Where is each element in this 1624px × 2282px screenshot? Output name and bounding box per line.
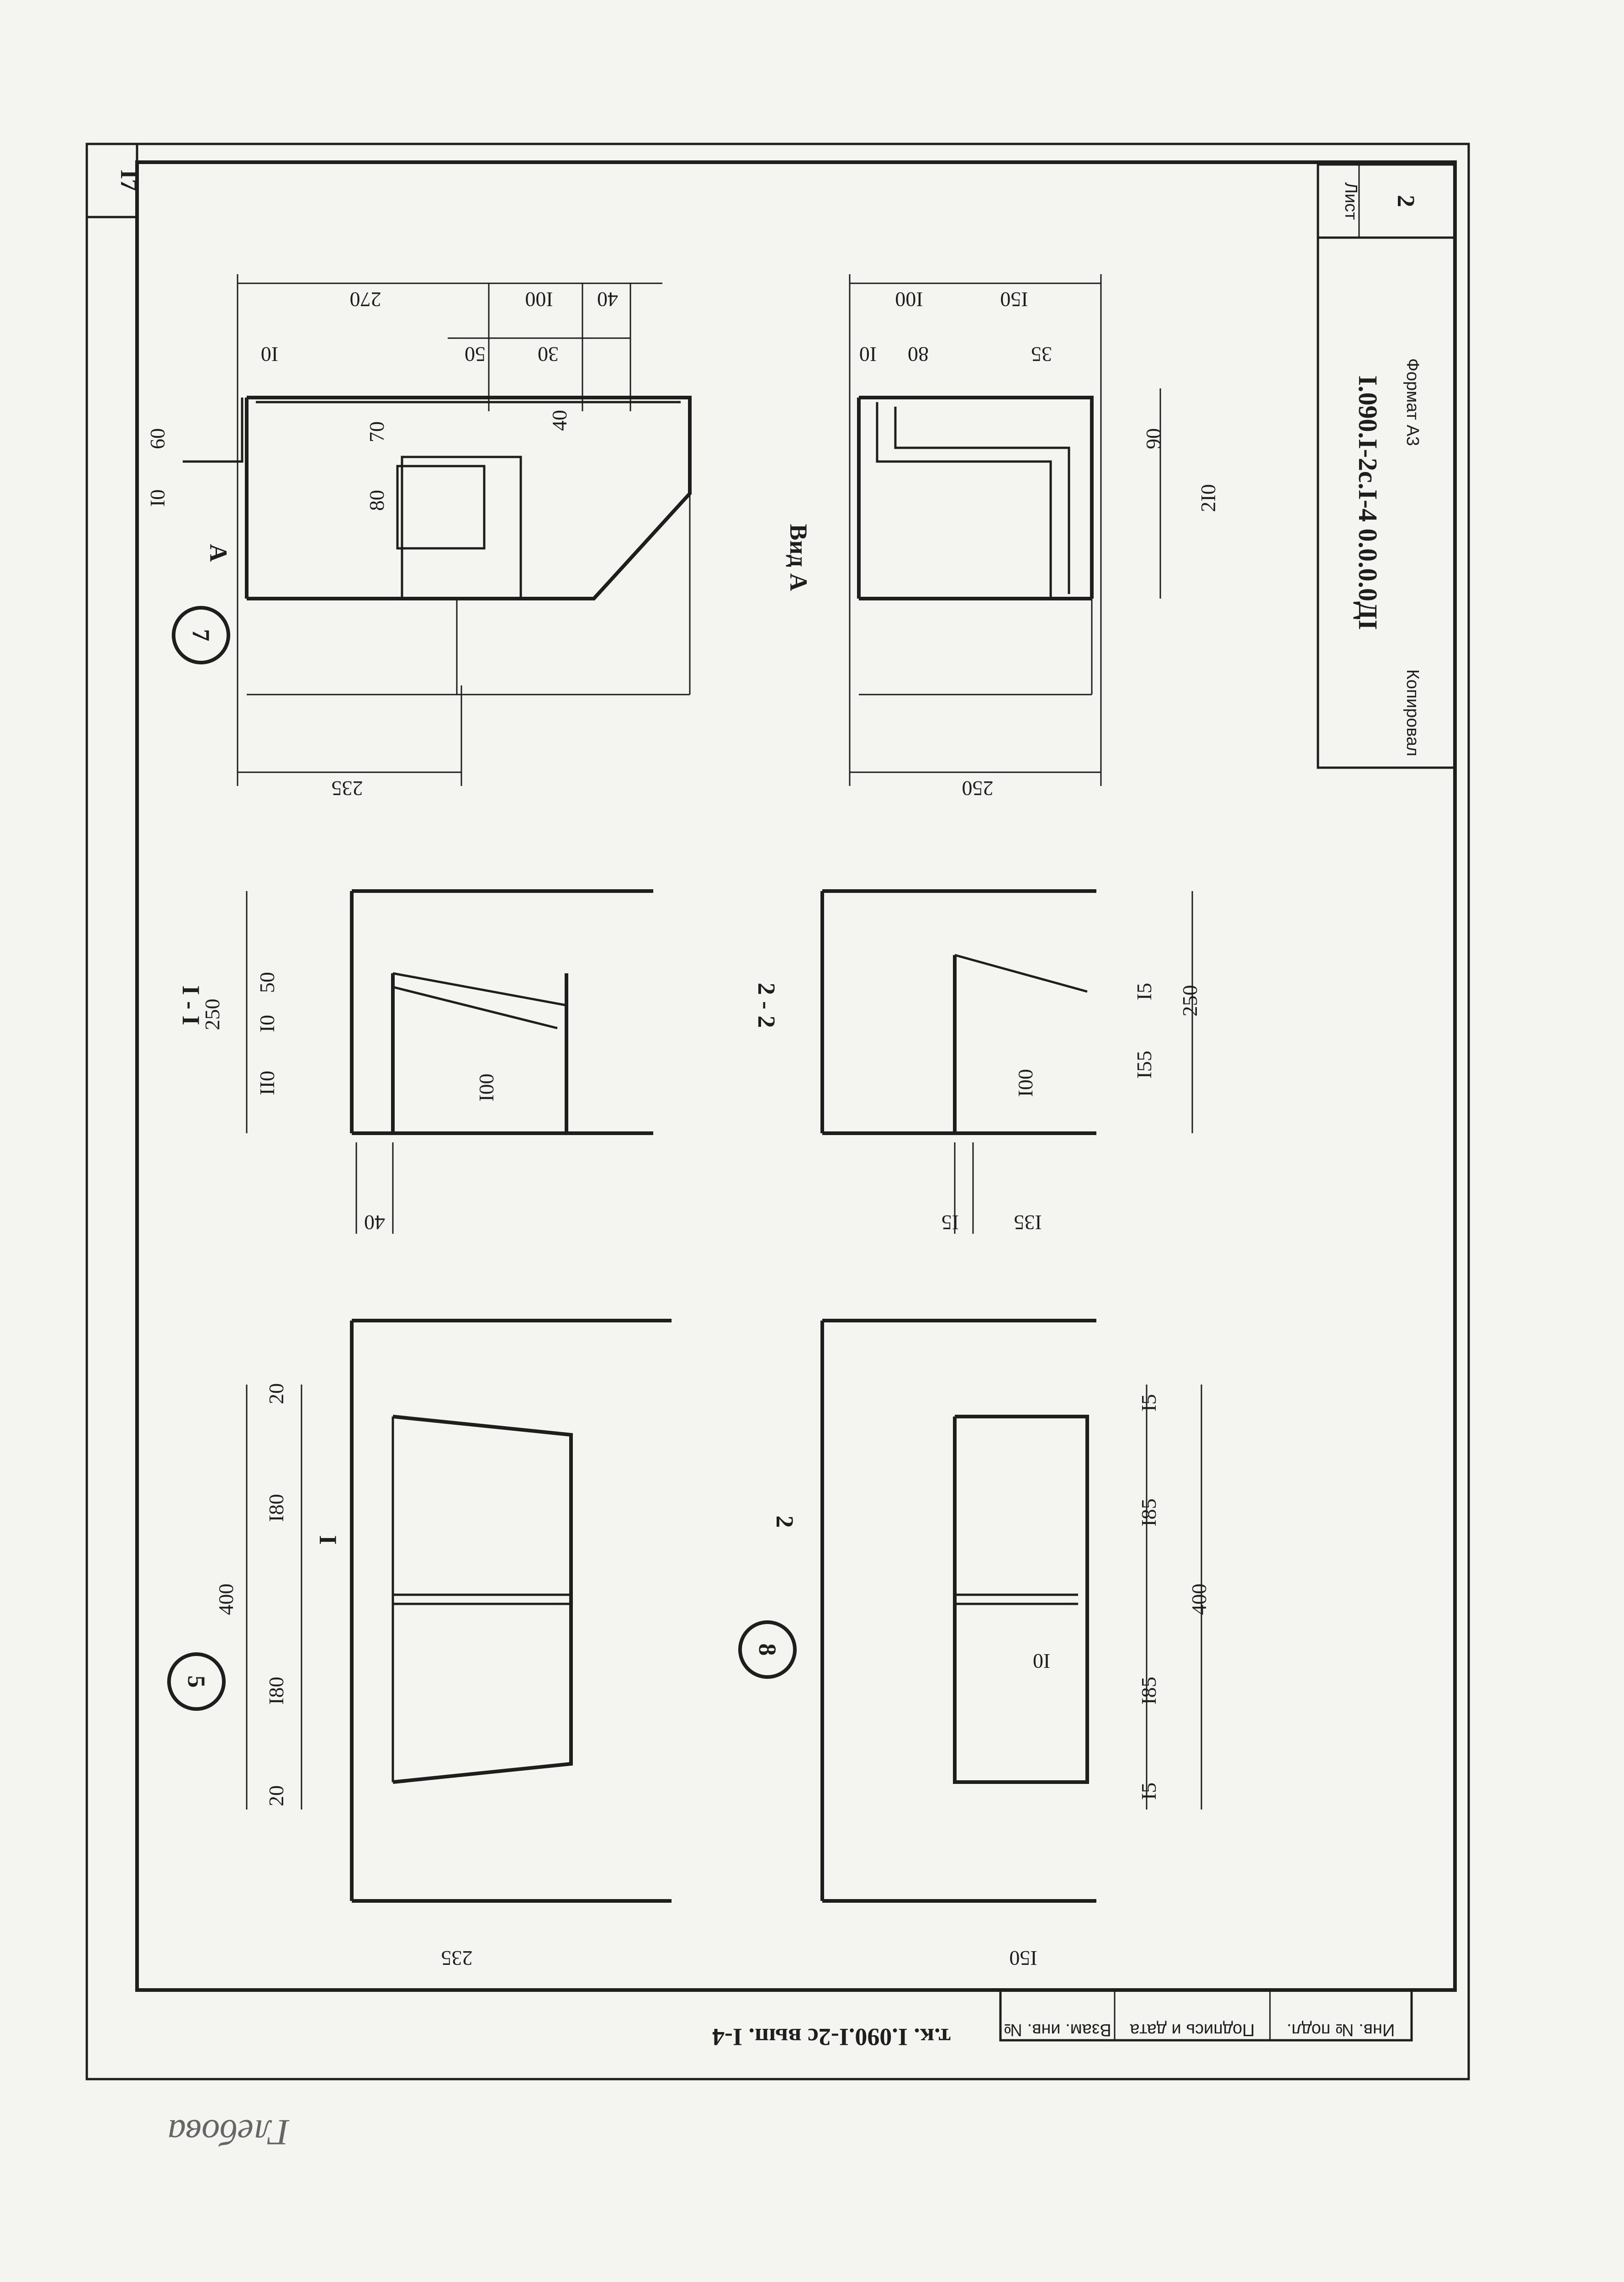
detail-7-dim-70: 70: [365, 421, 388, 442]
view-a-dim-250: 250: [962, 777, 994, 800]
stamp-inv-no: Инв. № подл.: [1287, 2020, 1395, 2039]
section-1-1-dim-110: II0: [255, 1071, 279, 1095]
section-1-1-title: I - I: [177, 985, 205, 1025]
detail-5-dim-235: 235: [441, 1947, 473, 1970]
inner-frame: [135, 160, 1457, 1992]
detail-7-arrow-a: А: [205, 544, 232, 562]
detail-8-marker-label: 8: [754, 1644, 781, 1656]
copied-label: Копировал: [1403, 669, 1422, 756]
section-2-2-dim-135: I35: [1014, 1211, 1042, 1234]
detail-7: 7 I0 60 270 I00 40 I0 50 30 70 80 40 235…: [146, 274, 692, 800]
detail-5-marker: [167, 1652, 226, 1711]
stamp-signature-date: Подпись и дата: [1129, 2020, 1254, 2039]
stamp-replaces-inv: Взам. инв. №: [1004, 2020, 1111, 2039]
detail-8-dim-185b: I85: [1137, 1677, 1160, 1704]
section-1-1-dim-250: 250: [201, 999, 224, 1030]
page-number-box: [85, 143, 138, 218]
section-2-2-dim-100: I00: [1014, 1069, 1037, 1097]
section-2-2-dim-250: 250: [1178, 985, 1201, 1017]
section-1-1-dim-10: I0: [255, 1015, 279, 1032]
view-a-label: Вид А: [785, 524, 812, 591]
section-2-2-dim-15a: I5: [1132, 983, 1156, 1000]
detail-5-dim-20b: 20: [264, 1785, 288, 1806]
view-a-dim-90: 90: [1142, 428, 1165, 449]
view-a-dim-100: I00: [895, 288, 923, 311]
detail-7-marker-label: 7: [187, 629, 215, 642]
detail-7-dim-80: 80: [365, 490, 388, 511]
detail-7-dim-30: 30: [538, 343, 559, 366]
detail-7-dim-235: 235: [332, 777, 363, 800]
view-a-dim-150: I50: [1000, 288, 1028, 311]
outer-frame: [85, 143, 1470, 2080]
detail-7-dim-270: 270: [350, 288, 381, 311]
detail-8-dim-150: I50: [1009, 1947, 1037, 1970]
bottom-code: т.к. I.090.I-2с вып. I-4: [712, 2023, 951, 2051]
detail-5: 5 20 I80 400 I80 20 235 I: [167, 1319, 672, 1970]
document-code: I.090.I-2c.I-4 0.0.0.0ДI: [1353, 375, 1383, 630]
section-1-1-dim-40: 40: [364, 1211, 385, 1234]
detail-5-dim-180a: I80: [264, 1494, 288, 1522]
handwriting: Глебова: [168, 2112, 290, 2152]
detail-8-dim-15a: I5: [1137, 1394, 1160, 1412]
detail-7-dim-10b: I0: [261, 343, 278, 366]
detail-8-dim-15b: I5: [1137, 1783, 1160, 1800]
detail-7-dim-60: 60: [146, 428, 169, 449]
view-a: Вид А I00 I50 I0 80 35 90 2I0 250: [785, 274, 1220, 800]
detail-5-section-mark: I: [314, 1535, 342, 1544]
detail-8-marker: [738, 1620, 797, 1679]
detail-5-dim-20a: 20: [264, 1383, 288, 1404]
detail-8: 8 I5 I85 400 I85 I5 I0 I50 2: [738, 1319, 1211, 1970]
detail-8-dim-185a: I85: [1137, 1498, 1160, 1526]
section-2-2-dim-155: I55: [1132, 1051, 1156, 1078]
section-2-2-dim-15b: I5: [942, 1211, 959, 1234]
detail-7-dim-40b: 40: [548, 410, 571, 431]
view-a-dim-10: I0: [859, 343, 877, 366]
detail-7-dim-100: I00: [525, 288, 553, 311]
section-1-1-dim-50: 50: [255, 972, 279, 993]
view-a-dim-35: 35: [1031, 343, 1052, 366]
detail-5-dim-400: 400: [214, 1584, 238, 1615]
page-number: I7: [116, 170, 143, 191]
detail-7-dim-50: 50: [465, 343, 486, 366]
view-a-dim-210: 2I0: [1196, 484, 1220, 512]
detail-8-section-mark: 2: [771, 1516, 799, 1528]
detail-7-marker: [172, 606, 230, 664]
detail-5-marker-label: 5: [183, 1676, 210, 1688]
format-label: Формат А3: [1403, 358, 1422, 446]
section-2-2-title: 2 - 2: [753, 983, 780, 1028]
section-2-2: 2 - 2 I5 I55 250 I00 I5 I35: [753, 889, 1201, 1234]
stamp-columns: Инв. № подл. Подпись и дата Взам. инв. №: [999, 1989, 1413, 2042]
view-a-dim-80: 80: [908, 343, 929, 366]
title-block: Лист 2 I.090.I-2c.I-4 0.0.0.0ДI Копирова…: [1317, 163, 1456, 769]
detail-8-dim-10: I0: [1033, 1650, 1050, 1673]
section-1-1-dim-100: I00: [475, 1073, 498, 1101]
sheet-label: Лист: [1341, 182, 1360, 220]
detail-8-dim-400: 400: [1187, 1584, 1211, 1615]
detail-5-dim-180b: I80: [264, 1677, 288, 1704]
detail-7-dim-10a: I0: [146, 489, 169, 507]
section-1-1: I - I 250 50 I0 II0 I00 40: [177, 889, 653, 1234]
sheet-number: 2: [1392, 195, 1420, 207]
detail-7-dim-40: 40: [597, 288, 618, 311]
